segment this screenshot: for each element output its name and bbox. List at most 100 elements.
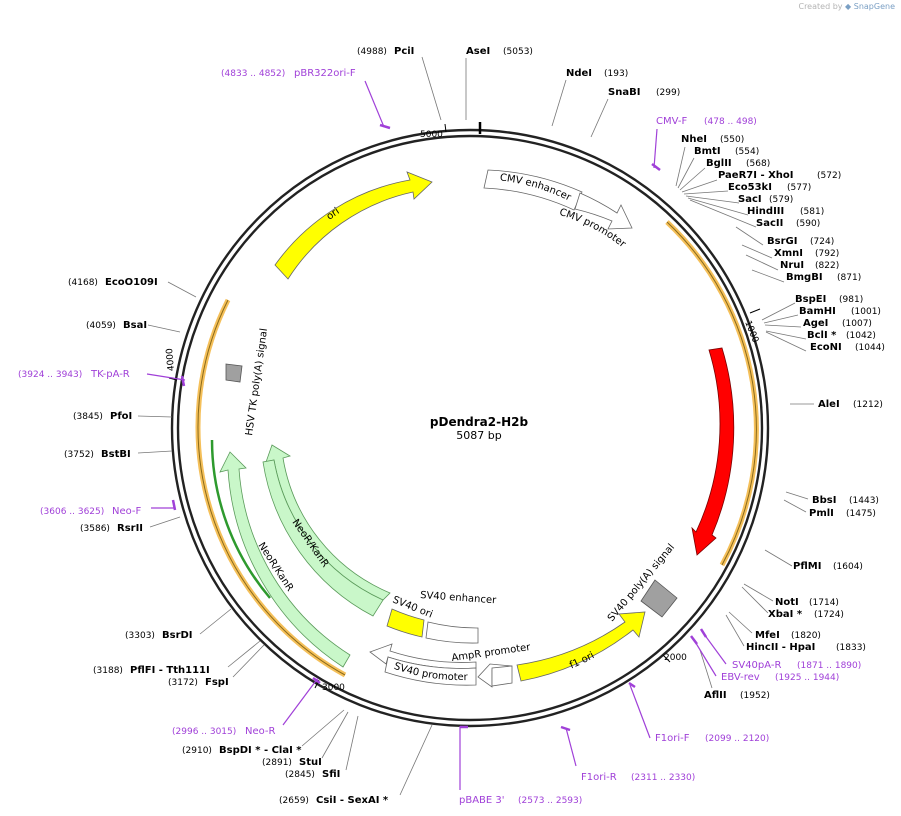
svg-text:(4168): (4168) <box>68 278 98 288</box>
svg-text:PmlI: PmlI <box>809 508 834 519</box>
svg-text:(1007): (1007) <box>842 319 872 329</box>
primer-sv40pa-r[interactable]: SV40pA-R(1871 .. 1890) <box>732 660 861 671</box>
enzyme-bsrdi[interactable]: (3303)BsrDI <box>125 630 193 641</box>
enzyme-bamhi[interactable]: BamHI(1001) <box>799 306 881 317</box>
enzyme-noti[interactable]: NotI(1714) <box>775 597 839 608</box>
enzyme-sacii[interactable]: SacII(590) <box>756 218 820 229</box>
primer-neo-f[interactable]: (3606 .. 3625)Neo-F <box>40 506 142 517</box>
svg-text:BsrGI: BsrGI <box>767 236 797 247</box>
enzyme-agei[interactable]: AgeI(1007) <box>803 318 872 329</box>
enzyme-aflii[interactable]: AflII(1952) <box>704 690 770 701</box>
enzyme-xbai[interactable]: XbaI *(1724) <box>768 609 844 620</box>
enzyme-hindiii[interactable]: HindIII(581) <box>747 206 824 217</box>
feature-f1-ori[interactable]: f1 ori <box>516 611 646 682</box>
orf-neo-green <box>210 439 271 599</box>
enzyme-xmni[interactable]: XmnI(792) <box>774 248 839 259</box>
enzyme-pflfi-tth111i[interactable]: (3188)PflFI - Tth111I <box>93 665 210 676</box>
svg-text:(2996 .. 3015): (2996 .. 3015) <box>172 727 236 737</box>
svg-text:(554): (554) <box>735 147 759 157</box>
enzyme-stui[interactable]: (2891)StuI <box>262 757 322 768</box>
enzyme-bspei[interactable]: BspEI(981) <box>795 294 863 305</box>
svg-text:NruI: NruI <box>780 260 804 271</box>
svg-text:(871): (871) <box>837 273 861 283</box>
svg-text:pBABE 3': pBABE 3' <box>459 795 505 806</box>
svg-text:BstBI: BstBI <box>101 449 131 460</box>
svg-text:(3172): (3172) <box>168 678 198 688</box>
enzyme-econi[interactable]: EcoNI(1044) <box>810 342 885 353</box>
svg-text:CMV-F: CMV-F <box>656 116 687 127</box>
credit-prefix: Created by <box>798 2 843 11</box>
enzyme-bmgbi[interactable]: BmgBI(871) <box>786 272 861 283</box>
enzyme-eco53ki[interactable]: Eco53kI(577) <box>728 182 811 193</box>
tick-5000: 5000 <box>420 123 447 140</box>
feature-sv40-enhancer[interactable]: SV40 enhancer <box>420 590 498 644</box>
enzyme-paer7i-xhoi[interactable]: PaeR7I - XhoI(572) <box>718 170 841 181</box>
enzyme-fspi[interactable]: (3172)FspI <box>168 677 229 688</box>
enzyme-bspdi-clai[interactable]: (2910)BspDI * - ClaI * <box>182 745 302 756</box>
primer-f1ori-f[interactable]: F1ori-F(2099 .. 2120) <box>655 733 769 744</box>
plasmid-name: pDendra2-H2b <box>430 415 529 429</box>
enzyme-bbsi[interactable]: BbsI(1443) <box>812 495 879 506</box>
feature-dendra2[interactable]: Dendra2 <box>691 347 743 556</box>
svg-text:(193): (193) <box>604 69 628 79</box>
enzyme-saci[interactable]: SacI(579) <box>738 194 793 205</box>
svg-text:(1952): (1952) <box>740 691 770 701</box>
svg-text:BsrDI: BsrDI <box>162 630 193 641</box>
svg-text:MfeI: MfeI <box>755 630 780 641</box>
feature-hsv-tk-polya-signal[interactable]: HSV TK poly(A) signal <box>225 328 270 437</box>
enzyme-pcii[interactable]: (4988)PciI <box>357 46 414 57</box>
enzyme-pflmi[interactable]: PflMI(1604) <box>793 561 863 572</box>
svg-text:(579): (579) <box>769 195 793 205</box>
enzyme-snabi[interactable]: SnaBI(299) <box>608 87 680 98</box>
primer-tk-pa-r[interactable]: (3924 .. 3943)TK-pA-R <box>18 369 130 380</box>
svg-text:BbsI: BbsI <box>812 495 836 506</box>
enzyme-bglii[interactable]: BglII(568) <box>706 158 770 169</box>
enzyme-csii-sexai[interactable]: (2659)CsiI - SexAI * <box>279 795 389 806</box>
svg-text:(4833 .. 4852): (4833 .. 4852) <box>221 69 285 79</box>
svg-text:EcoNI: EcoNI <box>810 342 842 353</box>
svg-text:BamHI: BamHI <box>799 306 836 317</box>
enzyme-hincii-hpai[interactable]: HincII - HpaI(1833) <box>746 642 866 653</box>
svg-text:F1ori-F: F1ori-F <box>655 733 690 744</box>
enzyme-ecoo109i[interactable]: (4168)EcoO109I <box>68 277 158 288</box>
feature-cmv-enhancer[interactable]: CMV enhancer <box>483 169 583 211</box>
enzyme-bsrgi[interactable]: BsrGI(724) <box>767 236 834 247</box>
enzyme-asei[interactable]: AseI(5053) <box>466 46 533 57</box>
enzyme-bmti[interactable]: BmtI(554) <box>694 146 759 157</box>
primer-ebv-rev[interactable]: EBV-rev(1925 .. 1944) <box>721 672 839 683</box>
svg-text:(4988): (4988) <box>357 47 387 57</box>
enzyme-mfei[interactable]: MfeI(1820) <box>755 630 821 641</box>
enzyme-bcli[interactable]: BclI *(1042) <box>807 330 876 341</box>
tick-2000: 2000 <box>662 653 687 663</box>
enzyme-nrui[interactable]: NruI(822) <box>780 260 839 271</box>
enzyme-leaders <box>137 56 814 796</box>
svg-text:PflFI - Tth111I: PflFI - Tth111I <box>130 665 210 676</box>
svg-text:4000: 4000 <box>165 348 177 372</box>
feature-sv40-promoter[interactable]: SV40 promoter <box>369 643 477 686</box>
enzyme-bsai[interactable]: (4059)BsaI <box>86 320 147 331</box>
tick-4000: 4000 <box>165 348 178 381</box>
enzyme-alei[interactable]: AleI(1212) <box>818 399 883 410</box>
enzyme-pfoi[interactable]: (3845)PfoI <box>73 411 132 422</box>
feature-ori[interactable]: ori <box>274 171 433 280</box>
svg-text:(577): (577) <box>787 183 811 193</box>
svg-text:(4059): (4059) <box>86 321 116 331</box>
backbone-inner-ring <box>176 134 764 722</box>
enzyme-rsrii[interactable]: (3586)RsrII <box>80 523 143 534</box>
primer-cmv-f[interactable]: CMV-F(478 .. 498) <box>656 116 757 127</box>
primer-f1ori-r[interactable]: F1ori-R(2311 .. 2330) <box>581 772 695 783</box>
svg-text:(1871 .. 1890): (1871 .. 1890) <box>797 661 861 671</box>
primer-pbr322ori-f[interactable]: (4833 .. 4852)pBR322ori-F <box>221 68 356 79</box>
svg-text:XmnI: XmnI <box>774 248 803 259</box>
svg-text:(581): (581) <box>800 207 824 217</box>
svg-text:(1833): (1833) <box>836 643 866 653</box>
enzyme-sfii[interactable]: (2845)SfiI <box>285 769 340 780</box>
enzyme-ndei[interactable]: NdeI(193) <box>566 68 628 79</box>
enzyme-nhei[interactable]: NheI(550) <box>681 134 744 145</box>
primer-pbabe-3[interactable]: pBABE 3'(2573 .. 2593) <box>459 795 582 806</box>
svg-text:(2659): (2659) <box>279 796 309 806</box>
enzyme-bstbi[interactable]: (3752)BstBI <box>64 449 131 460</box>
enzyme-pmli[interactable]: PmlI(1475) <box>809 508 876 519</box>
primer-neo-r[interactable]: (2996 .. 3015)Neo-R <box>172 726 276 737</box>
feature-sv40-polya-signal[interactable]: SV40 poly(A) signal <box>606 542 678 624</box>
